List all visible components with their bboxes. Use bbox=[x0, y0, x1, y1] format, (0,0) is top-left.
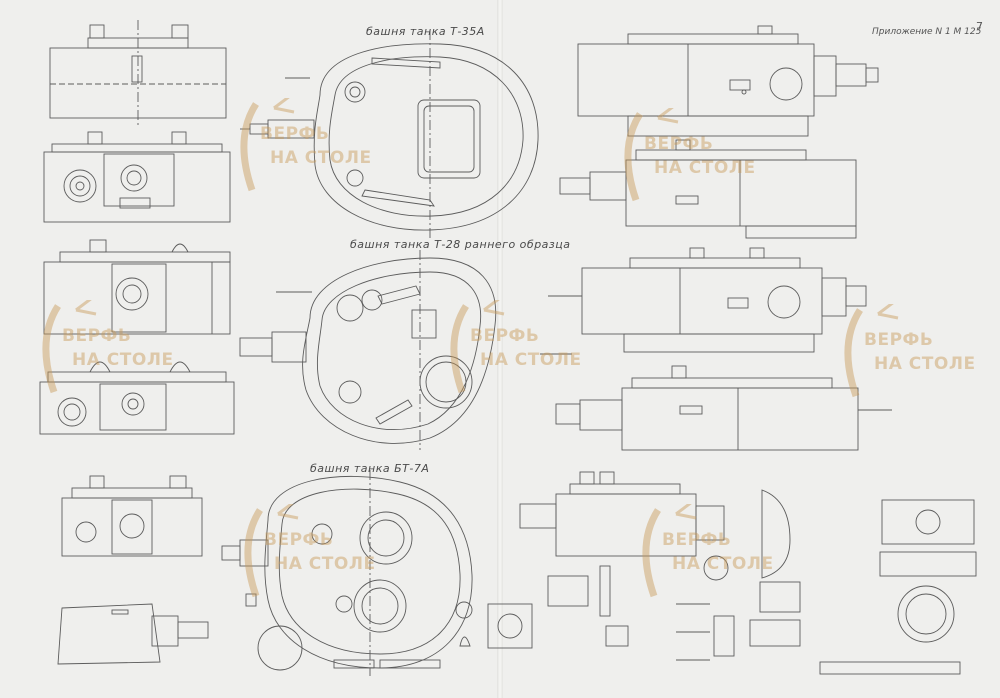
watermark-logo-icon bbox=[624, 108, 679, 202]
caption-t35: башня танка Т-35А bbox=[366, 25, 485, 38]
watermark-line2: НА СТОЛЕ bbox=[874, 354, 976, 374]
watermark: ВЕРФЬ НА СТОЛЕ bbox=[618, 108, 758, 208]
t35-front-view bbox=[49, 20, 227, 125]
watermark: ВЕРФЬ НА СТОЛЕ bbox=[238, 504, 378, 604]
watermark-line1: ВЕРФЬ bbox=[62, 326, 132, 346]
t28-side-view-upper bbox=[548, 247, 867, 353]
watermark-line1: ВЕРФЬ bbox=[864, 330, 934, 350]
watermark-line1: ВЕРФЬ bbox=[644, 134, 714, 154]
watermark: ВЕРФЬ НА СТОЛЕ bbox=[444, 300, 584, 400]
t28-rear-view bbox=[39, 361, 235, 435]
watermark-line2: НА СТОЛЕ bbox=[654, 158, 756, 178]
watermark-logo-icon bbox=[42, 300, 97, 394]
watermark-line1: ВЕРФЬ bbox=[470, 326, 540, 346]
watermark-line2: НА СТОЛЕ bbox=[672, 554, 774, 574]
bt7-side-view-right bbox=[519, 471, 729, 647]
t28-top-view bbox=[239, 250, 572, 450]
watermark: ВЕРФЬ НА СТОЛЕ bbox=[234, 98, 374, 198]
t35-side-view-upper bbox=[577, 25, 879, 137]
watermark-logo-icon bbox=[244, 504, 299, 598]
caption-bt7: башня танка БТ-7А bbox=[310, 462, 430, 475]
bt7-details-bottom bbox=[245, 593, 533, 671]
t35-side-view-lower bbox=[559, 139, 857, 239]
watermark-line2: НА СТОЛЕ bbox=[480, 350, 582, 370]
page-fold bbox=[497, 0, 503, 698]
watermark-line2: НА СТОЛЕ bbox=[270, 148, 372, 168]
bt7-top-view bbox=[221, 470, 473, 676]
watermark-logo-icon bbox=[450, 300, 505, 394]
bt7-side-view-left bbox=[57, 603, 209, 665]
watermark-line2: НА СТОЛЕ bbox=[274, 554, 376, 574]
appendix-reference: Приложение N 1 M 125 bbox=[872, 27, 982, 37]
watermark-line1: ВЕРФЬ bbox=[264, 530, 334, 550]
t28-side-view-lower bbox=[555, 365, 892, 451]
t28-front-view bbox=[43, 239, 231, 335]
watermark: ВЕРФЬ НА СТОЛЕ bbox=[36, 300, 176, 400]
t35-rear-view bbox=[43, 131, 231, 223]
page-number: 7 bbox=[976, 20, 983, 33]
watermark-logo-icon bbox=[844, 304, 899, 398]
watermark-logo-icon bbox=[240, 98, 295, 192]
watermark-logo-icon bbox=[642, 504, 697, 598]
bt7-section-details bbox=[676, 489, 977, 675]
watermark: ВЕРФЬ НА СТОЛЕ bbox=[636, 504, 776, 604]
watermark-line1: ВЕРФЬ bbox=[260, 124, 330, 144]
watermark-line2: НА СТОЛЕ bbox=[72, 350, 174, 370]
caption-t28: башня танка Т-28 раннего образца bbox=[350, 238, 571, 251]
t35-top-view bbox=[240, 30, 539, 240]
watermark-line1: ВЕРФЬ bbox=[662, 530, 732, 550]
bt7-front-view bbox=[61, 475, 203, 557]
watermark: ВЕРФЬ НА СТОЛЕ bbox=[838, 304, 978, 404]
